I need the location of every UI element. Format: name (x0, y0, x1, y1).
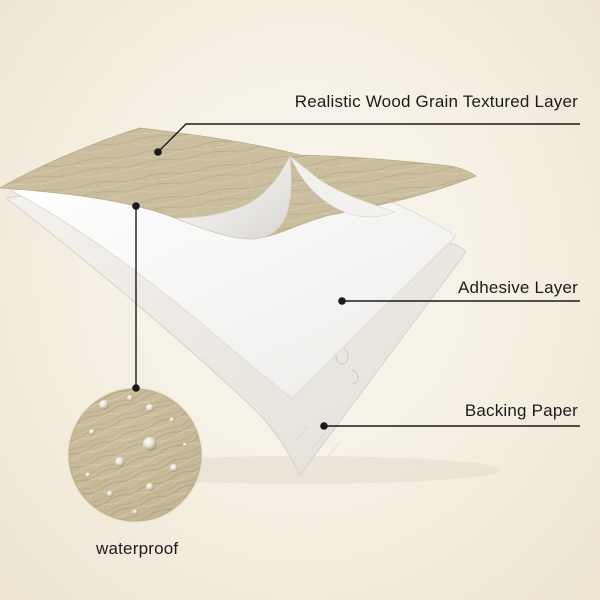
label-backing-paper: Backing Paper (464, 401, 578, 420)
label-wood-grain-layer: Realistic Wood Grain Textured Layer (294, 92, 578, 111)
leader-dots (132, 148, 346, 430)
wood-curl-left (174, 154, 292, 240)
waterproof-zoom-circle (67, 387, 203, 523)
leader-wood (157, 123, 580, 153)
label-waterproof: waterproof (96, 539, 179, 558)
backing-print (295, 347, 359, 457)
water-droplets (85, 395, 187, 515)
label-adhesive-layer: Adhesive Layer (458, 278, 578, 297)
leader-lines (135, 123, 580, 427)
wood-curl-right (289, 155, 396, 218)
